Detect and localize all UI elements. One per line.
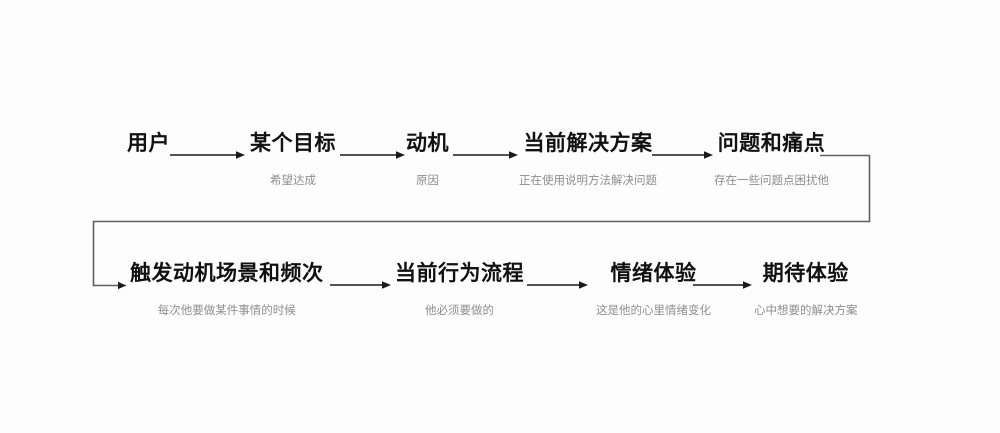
node-row2-1[interactable]: 当前行为流程 他必须要做的 — [395, 261, 524, 319]
node-label: 动机 — [406, 132, 449, 155]
node-caption: 正在使用说明方法解决问题 — [519, 175, 657, 187]
node-row2-3[interactable]: 期待体验 心中想要的解决方案 — [754, 261, 858, 319]
node-row1-2[interactable]: 动机 原因 — [406, 131, 449, 189]
node-row2-2[interactable]: 情绪体验 这是他的心里情绪变化 — [596, 261, 711, 319]
node-caption: 原因 — [416, 175, 439, 187]
arrow-right-icon — [170, 149, 246, 161]
node-label: 用户 — [127, 132, 170, 155]
arrow-right-icon — [330, 279, 392, 291]
node-row1-4[interactable]: 问题和痛点 存在一些问题点困扰他 — [714, 131, 829, 189]
node-caption: 每次他要做某件事情的时候 — [157, 305, 296, 317]
arrow-right-icon — [340, 149, 406, 161]
node-row1-1[interactable]: 某个目标 希望达成 — [250, 131, 336, 189]
node-caption: 他必须要做的 — [425, 305, 494, 317]
node-label: 期待体验 — [762, 262, 849, 285]
node-caption: 存在一些问题点困扰他 — [714, 175, 829, 187]
arrow-right-icon — [527, 279, 589, 291]
node-row2-0[interactable]: 触发动机场景和频次 每次他要做某件事情的时候 — [130, 261, 324, 319]
node-label: 当前解决方案 — [523, 132, 653, 155]
node-caption: 心中想要的解决方案 — [754, 305, 858, 317]
node-row1-3[interactable]: 当前解决方案 正在使用说明方法解决问题 — [519, 131, 657, 189]
node-row1-0[interactable]: 用户 — [127, 131, 170, 174]
arrow-right-icon — [693, 279, 753, 291]
node-caption: 这是他的心里情绪变化 — [596, 305, 711, 317]
arrow-right-icon — [652, 149, 714, 161]
node-label: 问题和痛点 — [717, 132, 826, 155]
node-label: 情绪体验 — [610, 262, 697, 285]
node-label: 某个目标 — [250, 132, 336, 155]
arrow-right-icon — [453, 149, 519, 161]
node-label: 触发动机场景和频次 — [130, 262, 324, 285]
node-label: 当前行为流程 — [395, 262, 524, 285]
node-caption: 希望达成 — [270, 175, 316, 187]
